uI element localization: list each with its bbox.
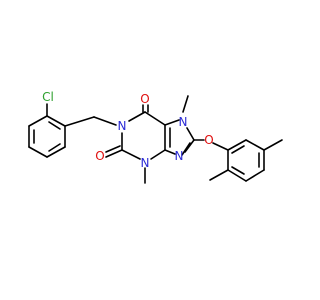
bond xyxy=(184,139,195,153)
bond xyxy=(181,142,191,156)
oxygen-carbonyl-top-atom-label: O xyxy=(140,92,149,106)
oxygen-ether-atom-label: O xyxy=(204,133,213,147)
bond xyxy=(28,146,48,158)
bond xyxy=(231,166,245,175)
bond xyxy=(212,142,229,151)
bond xyxy=(48,143,61,152)
bond xyxy=(182,95,189,113)
bond xyxy=(144,111,166,126)
bond xyxy=(227,169,247,182)
bond xyxy=(209,169,229,181)
bond xyxy=(121,149,141,160)
bond xyxy=(48,121,61,130)
nitrogen-n7-atom-label: N xyxy=(179,115,188,129)
nitrogen-n1-atom-label: N xyxy=(118,119,127,133)
oxygen-carbonyl-left-atom-label: O xyxy=(95,149,104,163)
bond xyxy=(186,127,195,141)
bond xyxy=(28,115,48,127)
bond xyxy=(64,116,95,127)
bond-lines xyxy=(28,95,283,184)
atom-labels: Cl N O O N N N O xyxy=(42,90,214,170)
bond xyxy=(164,119,180,126)
bond xyxy=(105,145,121,153)
bond xyxy=(93,116,117,126)
bond xyxy=(128,111,146,122)
bond xyxy=(231,145,245,154)
bond xyxy=(46,146,66,158)
chlorine-atom-label: Cl xyxy=(42,90,54,104)
nitrogen-n3-atom-label: N xyxy=(141,156,150,170)
background xyxy=(0,0,300,300)
bond xyxy=(150,149,166,160)
bond xyxy=(164,149,176,155)
bond xyxy=(227,139,247,151)
bond xyxy=(245,169,265,182)
bond xyxy=(245,139,265,151)
bond xyxy=(263,139,283,151)
bond xyxy=(105,149,123,158)
bond xyxy=(46,115,66,127)
nitrogen-n9-atom-label: N xyxy=(175,149,184,163)
molecule-structure-diagram: Cl N O O N N N O xyxy=(0,0,300,300)
